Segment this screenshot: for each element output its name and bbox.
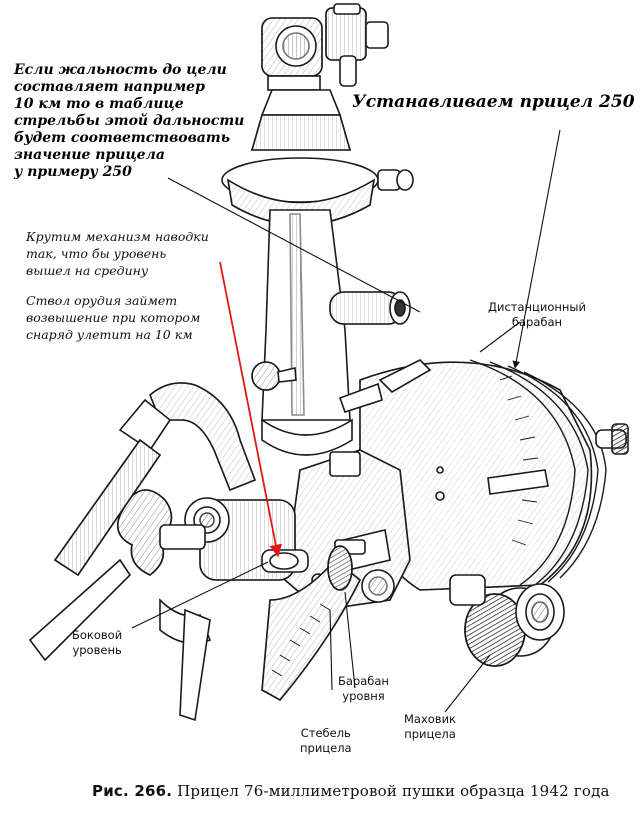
barrel-note: Ствол орудия займет возвышение при котор… [26,292,200,343]
annotation-arrow-red [219,261,282,558]
range-note: Если жальность до цели составляет наприм… [14,62,244,181]
callout-line: уровня [342,689,385,703]
caption-prefix: Рис. 266. [92,782,173,800]
sight-stem [261,558,362,702]
callout-sight-handwheel: Маховик прицела [404,712,456,742]
leader-lines [131,129,561,713]
callout-line: Стебель [300,726,351,740]
barrel-note-line: Ствол орудия займет [26,293,178,308]
vertical-column [261,209,353,456]
range-note-line: составляет например [14,79,205,95]
barrel-note-line: снаряд улетит на 10 км [26,327,193,342]
callout-level-drum: Барабан уровня [338,674,389,704]
caption-text: Прицел 76-миллиметровой пушки образца 19… [177,782,610,800]
callout-line: Маховик [404,712,457,726]
central-body [284,449,411,611]
callout-line: барабан [511,315,563,329]
left-small-knob [251,361,297,391]
callout-line: Барабан [338,674,389,688]
leveling-note: Крутим механизм наводки так, что бы уров… [26,228,209,279]
range-note-line: значение прицела [14,147,165,163]
range-note-line: у примеру 250 [14,164,132,180]
column-level-tube [329,291,411,325]
range-note-line: будет соответствовать [14,130,230,146]
callout-line: прицела [300,741,352,755]
range-note-line: 10 км то в таблице [14,96,184,112]
barrel-note-line: возвышение при котором [26,310,201,325]
mounting-bracket [28,382,257,722]
callout-line: прицела [404,727,456,741]
range-note-line: Если жальность до цели [14,62,227,78]
level-drum [327,545,353,591]
sight-handwheel [449,574,565,667]
callout-line: Дистанционный [488,300,586,314]
set-sight-label: Устанавливаем прицел 250 [352,92,635,112]
upper-collar [221,89,414,226]
callout-sight-stem: Стебель прицела [300,726,352,756]
sight-drawing [28,3,629,722]
range-note-line: стрельбы этой дальности [14,113,245,129]
callout-line: уровень [72,643,122,657]
eyepiece-top [261,3,389,91]
leveling-note-line: так, что бы уровень [26,246,167,261]
leveling-note-line: Крутим механизм наводки [26,229,209,244]
callout-distance-drum: Дистанционный барабан [488,300,586,330]
callout-side-level: Боковой уровень [72,628,122,658]
callout-line: Боковой [72,628,123,642]
figure-caption: Рис. 266. Прицел 76-миллиметровой пушки … [92,782,610,800]
leveling-note-line: вышел на средину [26,263,149,278]
